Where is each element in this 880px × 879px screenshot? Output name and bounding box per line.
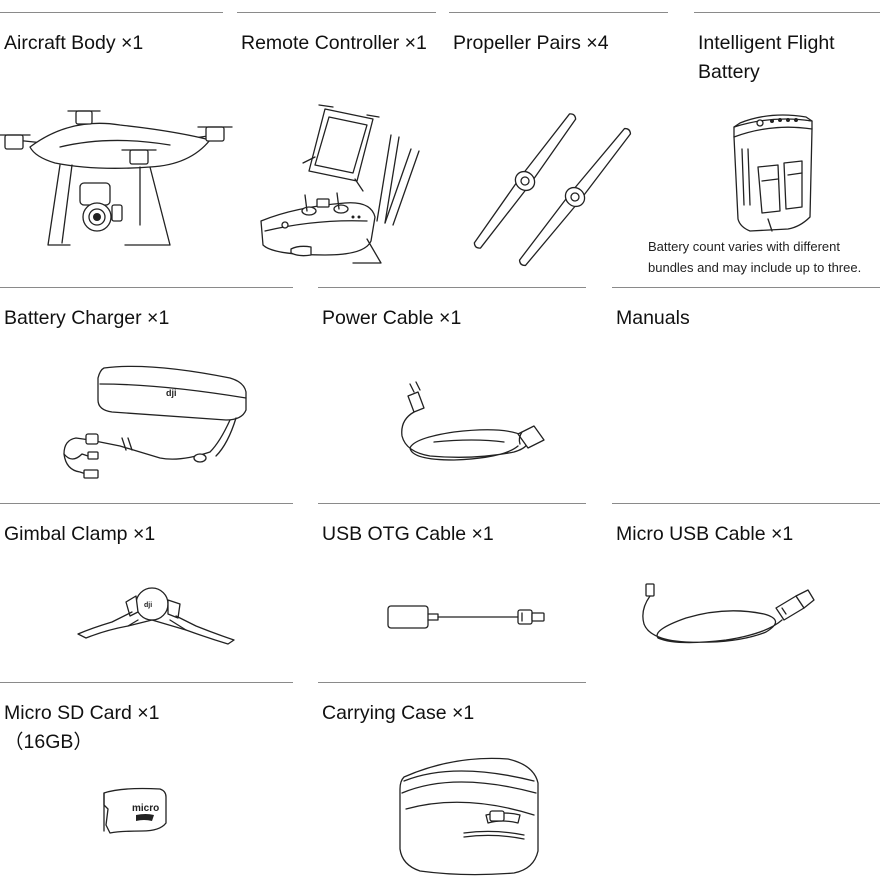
- item-label: Micro SD Card ×1 （16GB）: [4, 702, 160, 753]
- gimbal-clamp-icon: dji: [72, 582, 242, 652]
- item-label: Aircraft Body ×1: [4, 32, 144, 54]
- item-aircraft-body: Aircraft Body ×1: [0, 12, 223, 282]
- item-label: Propeller Pairs ×4: [453, 32, 609, 54]
- propeller-pairs-icon: [475, 111, 645, 261]
- item-label: Remote Controller ×1: [241, 32, 427, 54]
- item-remote-controller: Remote Controller ×1: [237, 12, 436, 282]
- svg-text:dji: dji: [166, 388, 177, 398]
- battery-note: Battery count varies with different bund…: [648, 239, 862, 275]
- item-label: Battery Charger ×1: [4, 307, 170, 329]
- item-micro-usb-cable: Micro USB Cable ×1: [612, 503, 880, 678]
- svg-text:dji: dji: [144, 602, 152, 609]
- battery-charger-icon: dji: [50, 362, 260, 492]
- item-manuals: Manuals: [612, 287, 880, 497]
- micro-sd-card-icon: micro: [102, 783, 172, 839]
- item-label: Gimbal Clamp ×1: [4, 523, 156, 545]
- usb-otg-cable-icon: [386, 602, 556, 636]
- item-micro-sd-card: Micro SD Card ×1 （16GB） micro: [0, 682, 293, 878]
- svg-text:micro: micro: [132, 803, 159, 814]
- power-cable-icon: [394, 386, 554, 466]
- item-propeller-pairs: Propeller Pairs ×4: [449, 12, 668, 282]
- item-usb-otg-cable: USB OTG Cable ×1: [318, 503, 586, 678]
- item-battery-charger: Battery Charger ×1 dji: [0, 287, 293, 497]
- item-gimbal-clamp: Gimbal Clamp ×1 dji: [0, 503, 293, 678]
- item-carrying-case: Carrying Case ×1: [318, 682, 586, 878]
- item-label: Micro USB Cable ×1: [616, 523, 794, 545]
- remote-controller-icon: [255, 99, 435, 267]
- aircraft-body-icon: [0, 95, 240, 255]
- item-label: USB OTG Cable ×1: [322, 523, 494, 545]
- item-label: Carrying Case ×1: [322, 702, 475, 724]
- item-flight-battery: Intelligent Flight Battery Battery count…: [648, 12, 880, 282]
- item-label: Power Cable ×1: [322, 307, 462, 329]
- item-label: Manuals: [616, 307, 690, 329]
- flight-battery-icon: [728, 109, 818, 235]
- item-label: Intelligent Flight Battery: [698, 32, 835, 83]
- carrying-case-icon: [394, 753, 544, 879]
- item-power-cable: Power Cable ×1: [318, 287, 586, 497]
- micro-usb-cable-icon: [636, 580, 816, 650]
